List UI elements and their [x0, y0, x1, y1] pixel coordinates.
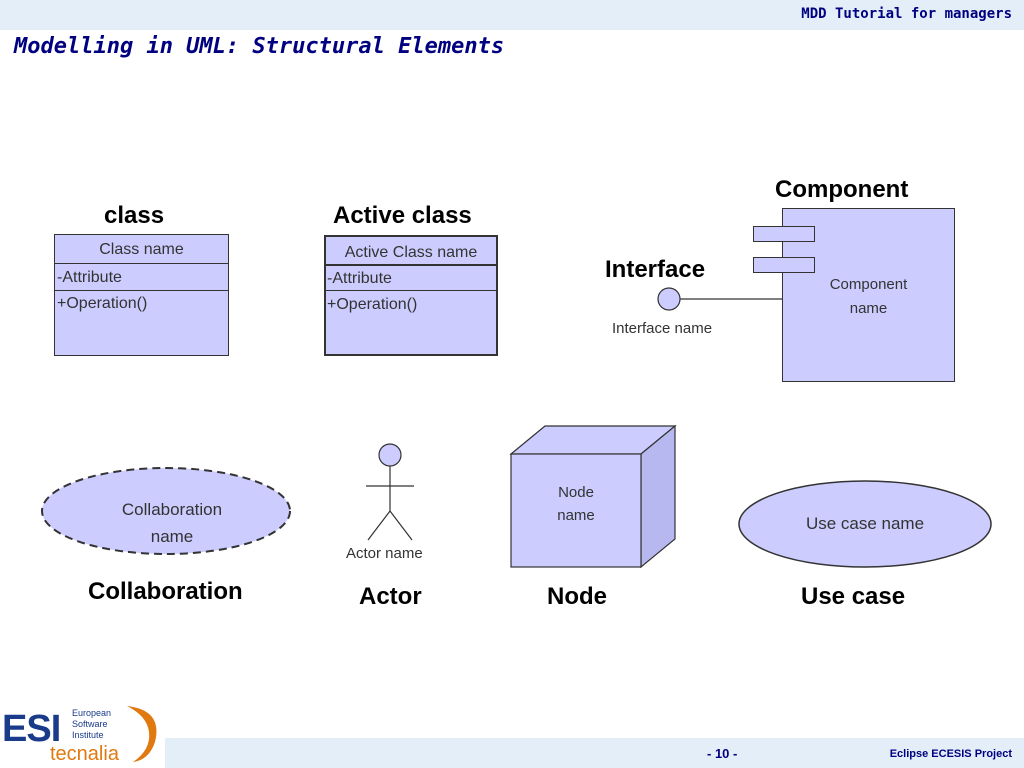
active-class-label: Active class	[333, 202, 472, 229]
collaboration-label: Collaboration	[88, 578, 243, 605]
usecase-name: Use case name	[805, 514, 925, 533]
logo-swoosh-icon	[127, 706, 157, 762]
node-name-line1: Node	[558, 484, 594, 501]
active-class-attribute: -Attribute	[327, 270, 392, 287]
class-operation: +Operation()	[57, 295, 148, 312]
class-box: Class name -Attribute +Operation()	[54, 234, 229, 356]
logo-line2: Software	[72, 719, 108, 729]
footer-bar	[165, 738, 1024, 768]
component-name-line2: name	[849, 300, 888, 317]
header-subtitle: MDD Tutorial for managers	[801, 6, 1012, 22]
collaboration-ellipse	[41, 467, 291, 555]
class-label: class	[104, 202, 165, 229]
usecase-label: Use case	[801, 583, 906, 610]
component-port-bottom	[753, 257, 815, 273]
usecase-ellipse	[738, 480, 992, 568]
class-divider-1	[55, 263, 228, 264]
collaboration-name-line1: Collaboration	[121, 500, 223, 519]
class-name: Class name	[99, 241, 184, 258]
active-class-operation: +Operation()	[327, 296, 418, 313]
slide-title: Modelling in UML: Structural Elements	[14, 34, 505, 59]
active-class-divider-1	[326, 264, 496, 266]
component-name-line1: Component	[829, 276, 908, 293]
actor-name: Actor name	[346, 545, 423, 562]
interface-label: Interface	[605, 256, 706, 283]
project-name: Eclipse ECESIS Project	[889, 748, 1012, 760]
node-cube	[509, 424, 677, 569]
actor-stick-figure	[366, 443, 414, 541]
interface-lollipop	[657, 287, 782, 311]
active-class-box: Active Class name -Attribute +Operation(…	[324, 235, 498, 356]
active-class-divider-2	[326, 290, 496, 291]
logo-esi-text: ESI	[2, 708, 61, 750]
header-bar: MDD Tutorial for managers	[0, 0, 1024, 30]
component-port-top	[753, 226, 815, 242]
logo-line3: Institute	[72, 730, 104, 740]
component-label: Component	[775, 176, 909, 203]
collaboration-name-line2: name	[150, 527, 194, 546]
active-class-name: Active Class name	[344, 244, 478, 261]
logo-line1: European	[72, 708, 112, 718]
logo-tecnalia: tecnalia	[50, 743, 119, 765]
node-label: Node	[547, 583, 607, 610]
node-name-line2: name	[557, 507, 595, 524]
class-attribute: -Attribute	[57, 269, 122, 286]
interface-name: Interface name	[612, 320, 713, 337]
class-divider-2	[55, 290, 228, 291]
page-number: - 10 -	[707, 746, 738, 761]
actor-label: Actor	[359, 583, 422, 610]
